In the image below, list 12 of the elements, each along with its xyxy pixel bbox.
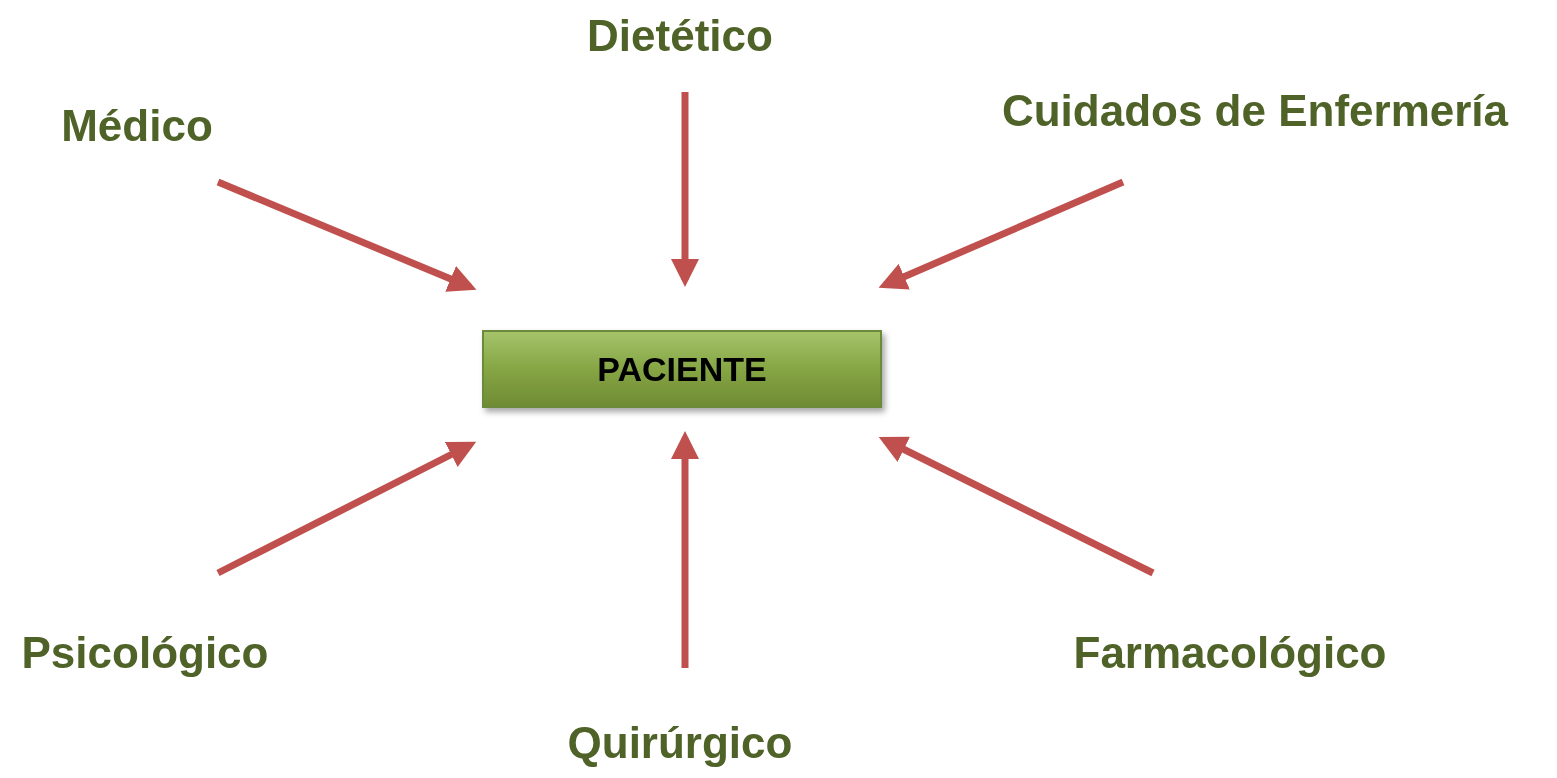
category-label: Médico <box>61 97 213 153</box>
arrow <box>878 178 1125 290</box>
category-label: Dietético <box>587 7 773 63</box>
arrow <box>216 441 477 577</box>
category-label: Psicológico <box>21 624 269 680</box>
arrow <box>878 436 1155 577</box>
process-box <box>482 330 882 408</box>
box-label: PACIENTE <box>597 348 767 390</box>
category-label: Quirúrgico <box>567 714 793 770</box>
category-label: Farmacológico <box>1073 624 1387 680</box>
arrow <box>216 178 477 292</box>
category-label: Cuidados de Enfermería <box>1001 82 1509 138</box>
